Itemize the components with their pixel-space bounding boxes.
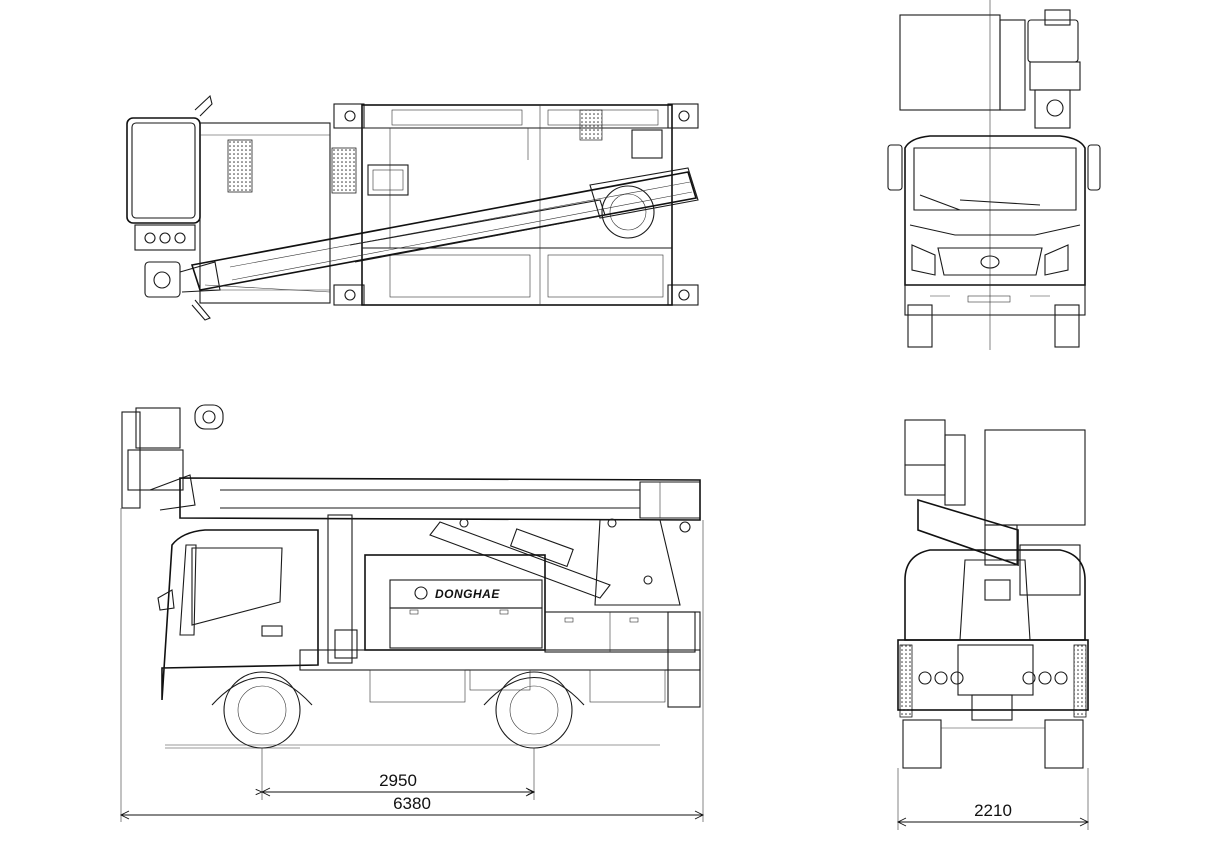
overall-width-dimension: 2210 bbox=[974, 801, 1012, 820]
rear-view bbox=[897, 419, 1089, 769]
front-view bbox=[887, 0, 1101, 350]
overall-length-dimension: 6380 bbox=[393, 794, 431, 813]
brand-label: DONGHAE bbox=[435, 587, 500, 601]
wheelbase-dimension: 2950 bbox=[379, 771, 417, 790]
dimension-lines: 2950 6380 2210 bbox=[119, 508, 1090, 830]
top-view bbox=[126, 94, 699, 321]
side-view: DONGHAE bbox=[121, 404, 701, 749]
